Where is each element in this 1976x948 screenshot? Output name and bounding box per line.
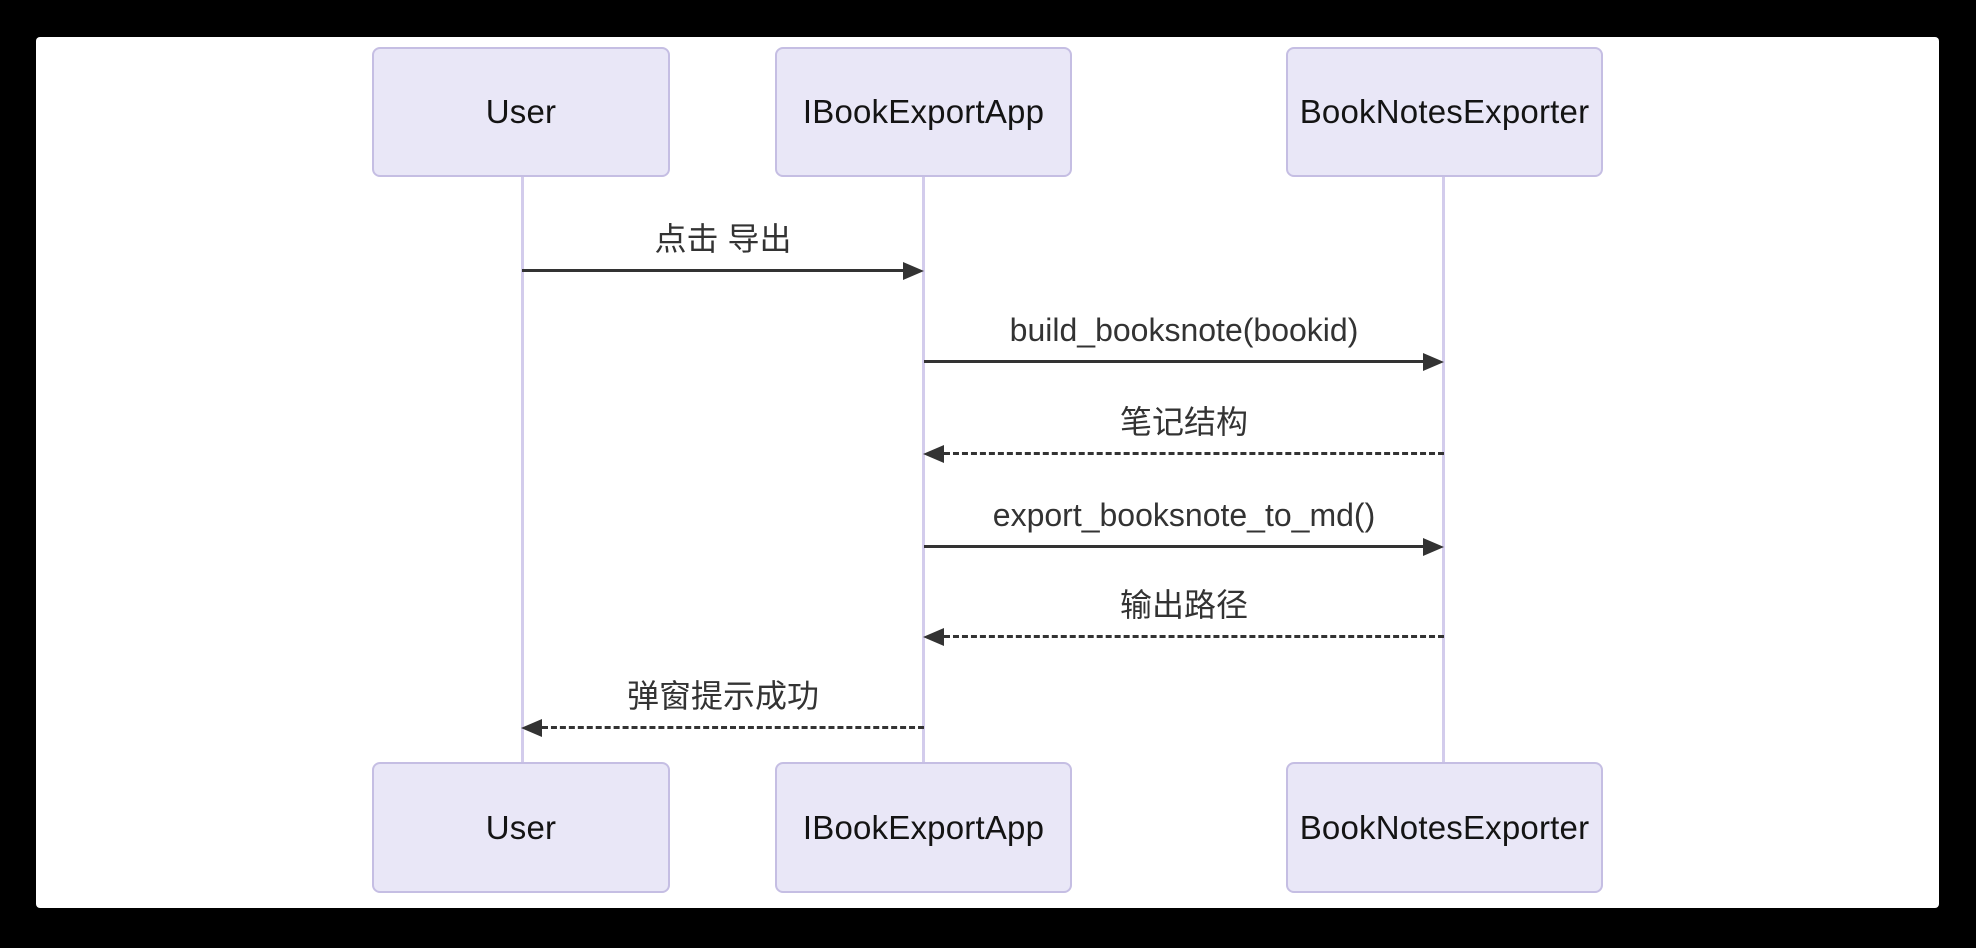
actor-label-ibookexportapp-bottom: IBookExportApp — [802, 808, 1045, 846]
actor-box-booknotesexporter-bottom: BookNotesExporter — [1286, 762, 1603, 893]
actor-box-user-bottom: User — [372, 762, 670, 893]
arrowhead-right-icon — [1423, 353, 1444, 371]
message-line-note-structure — [944, 452, 1444, 455]
arrowhead-left-icon — [923, 445, 944, 463]
message-label-note-structure: 笔记结构 — [1119, 404, 1249, 440]
actor-box-ibookexportapp-top: IBookExportApp — [775, 47, 1072, 177]
actor-box-user-top: User — [372, 47, 670, 177]
message-label-popup-success: 弹窗提示成功 — [626, 678, 820, 714]
message-line-popup-success — [542, 726, 924, 729]
actor-box-booknotesexporter-top: BookNotesExporter — [1286, 47, 1603, 177]
arrowhead-right-icon — [903, 262, 924, 280]
actor-label-user-top: User — [485, 93, 557, 130]
actor-label-booknotesexporter-top: BookNotesExporter — [1299, 93, 1590, 130]
arrowhead-right-icon — [1423, 538, 1444, 556]
actor-label-user-bottom: User — [485, 808, 557, 846]
actor-label-booknotesexporter-bottom: BookNotesExporter — [1299, 808, 1590, 846]
actor-label-ibookexportapp-top: IBookExportApp — [802, 93, 1045, 130]
diagram-canvas: User IBookExportApp BookNotesExporter Us… — [36, 37, 1939, 908]
message-label-click-export: 点击 导出 — [654, 221, 792, 257]
lifeline-user — [521, 177, 524, 762]
message-label-build-booksnote: build_booksnote(bookid) — [1009, 312, 1359, 348]
message-line-build-booksnote — [924, 360, 1424, 363]
message-line-click-export — [522, 269, 905, 272]
arrowhead-left-icon — [923, 628, 944, 646]
message-line-output-path — [944, 635, 1444, 638]
message-line-export-to-md — [924, 545, 1424, 548]
message-label-output-path: 输出路径 — [1119, 587, 1249, 623]
arrowhead-left-icon — [521, 719, 542, 737]
lifeline-ibookexportapp — [922, 177, 925, 762]
lifeline-booknotesexporter — [1442, 177, 1445, 762]
actor-box-ibookexportapp-bottom: IBookExportApp — [775, 762, 1072, 893]
message-label-export-to-md: export_booksnote_to_md() — [992, 497, 1376, 533]
